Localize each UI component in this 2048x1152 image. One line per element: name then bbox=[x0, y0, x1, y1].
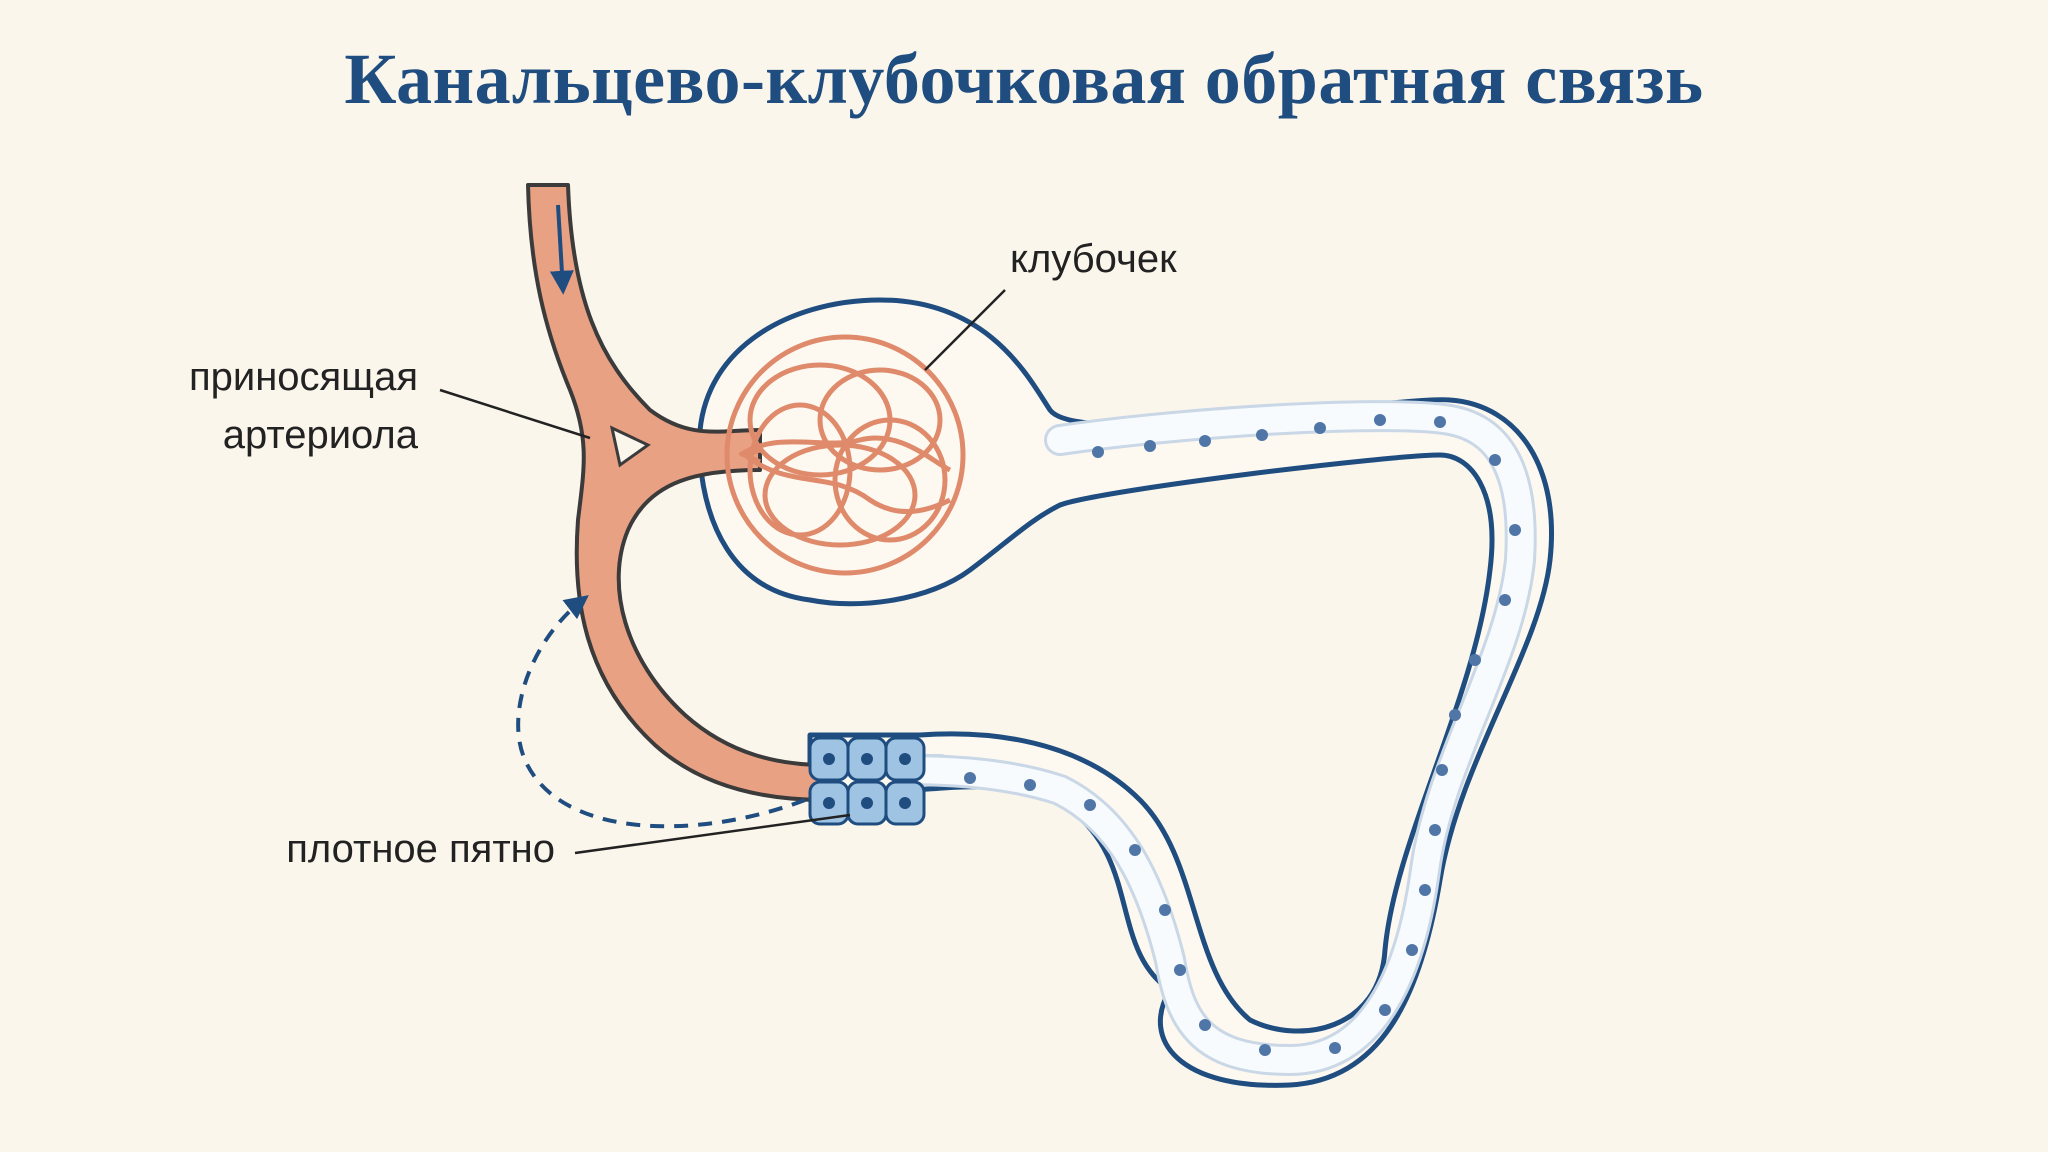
feedback-arrow bbox=[516, 595, 806, 829]
afferent-leader bbox=[439, 388, 591, 440]
nucleus bbox=[1499, 594, 1511, 606]
afferent-label-line1: приносящая bbox=[189, 355, 418, 399]
nucleus bbox=[1129, 844, 1141, 856]
nucleus bbox=[823, 753, 835, 765]
glomerulus-tuft bbox=[724, 334, 966, 576]
afferent-label-line2: артериола bbox=[223, 413, 419, 457]
nucleus bbox=[1199, 435, 1211, 447]
nucleus bbox=[1379, 1004, 1391, 1016]
macula-densa-label: плотное пятно bbox=[286, 827, 555, 871]
diagram-title: Канальцево-клубочковая обратная связь bbox=[344, 39, 1704, 119]
nucleus bbox=[1084, 799, 1096, 811]
nucleus bbox=[1314, 422, 1326, 434]
nucleus bbox=[1374, 414, 1386, 426]
nucleus bbox=[1329, 1042, 1341, 1054]
nucleus bbox=[964, 772, 976, 784]
capillary-loop bbox=[738, 447, 762, 465]
arteriole-branch-gap bbox=[609, 425, 651, 468]
nucleus bbox=[1489, 454, 1501, 466]
nucleus bbox=[1092, 446, 1104, 458]
capillary-loop bbox=[724, 334, 966, 576]
nucleus bbox=[1144, 440, 1156, 452]
nucleus bbox=[1509, 524, 1521, 536]
nucleus bbox=[1174, 964, 1186, 976]
nucleus bbox=[1159, 904, 1171, 916]
glomerulus-label: клубочек bbox=[1010, 237, 1177, 281]
capillary-loop bbox=[743, 453, 952, 515]
glomerulus-leader bbox=[924, 289, 1006, 371]
nucleus bbox=[1199, 1019, 1211, 1031]
afferent-arteriole bbox=[526, 183, 827, 802]
capillary-loop bbox=[817, 367, 943, 473]
capillary-loop bbox=[747, 402, 853, 538]
nucleus bbox=[861, 753, 873, 765]
capillary-loop bbox=[738, 435, 952, 473]
nucleus bbox=[1469, 654, 1481, 666]
arteriole-vessel bbox=[526, 183, 827, 802]
nucleus bbox=[899, 753, 911, 765]
nucleus bbox=[1449, 709, 1461, 721]
nucleus bbox=[1429, 824, 1441, 836]
nucleus bbox=[861, 797, 873, 809]
nucleus bbox=[1259, 1044, 1271, 1056]
nucleus bbox=[899, 797, 911, 809]
tubule bbox=[887, 400, 1537, 1077]
tubule-lumen bbox=[887, 403, 1534, 1074]
nucleus bbox=[1256, 429, 1268, 441]
tubule-nuclei bbox=[964, 414, 1521, 1056]
flow-arrow bbox=[549, 204, 574, 295]
nucleus bbox=[823, 797, 835, 809]
nucleus bbox=[1434, 416, 1446, 428]
macula-leader bbox=[574, 813, 851, 855]
nucleus bbox=[1419, 884, 1431, 896]
nucleus bbox=[1024, 779, 1036, 791]
nucleus bbox=[1406, 944, 1418, 956]
macula-densa bbox=[808, 736, 926, 826]
nucleus bbox=[1436, 764, 1448, 776]
capillary-loop bbox=[832, 417, 948, 543]
